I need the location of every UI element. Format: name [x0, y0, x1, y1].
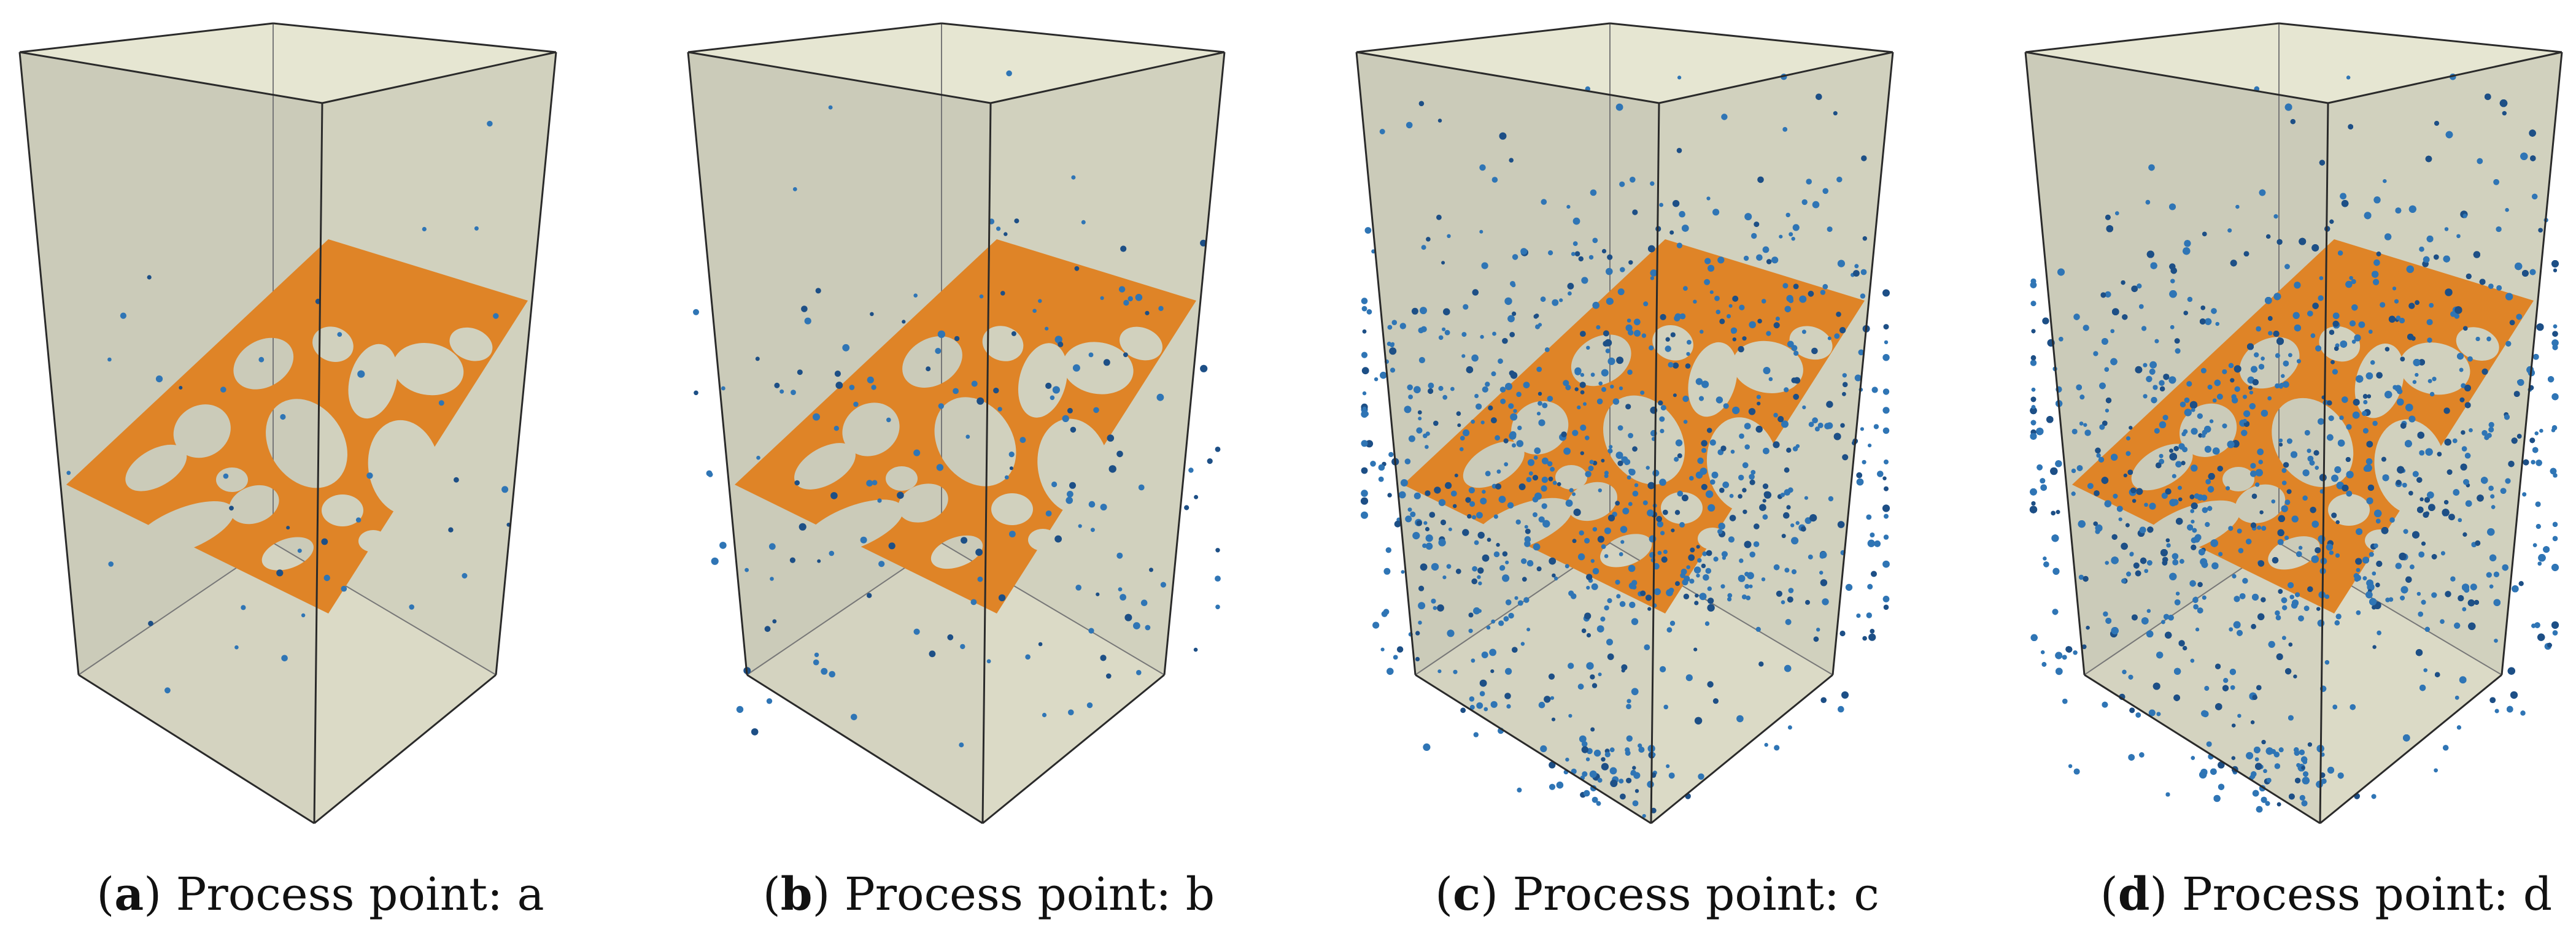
- scaffold-plate: [2072, 239, 2534, 613]
- box-edges: [18, 22, 557, 825]
- box-top-face: [20, 23, 556, 103]
- panel-a: [18, 22, 557, 825]
- particle-cloud: [693, 70, 1221, 748]
- caption-label: d: [2118, 868, 2150, 921]
- scaffold-plate: [66, 239, 528, 613]
- box-edges: [687, 22, 1226, 825]
- caption-a: (a) Process point: a: [96, 868, 544, 921]
- caption-label: b: [780, 868, 813, 921]
- caption-label: a: [114, 868, 144, 921]
- box-top-face: [2025, 23, 2562, 103]
- box-top-face: [1356, 23, 1893, 103]
- caption-text: Process point: d: [2181, 868, 2553, 921]
- caption-text: Process point: c: [1512, 868, 1879, 921]
- panel-b: [687, 22, 1226, 825]
- caption-text: Process point: a: [176, 868, 544, 921]
- particle-cloud: [2029, 74, 2559, 813]
- box-edges: [1355, 22, 1894, 825]
- caption-c: (c) Process point: c: [1435, 868, 1879, 921]
- particle-cloud: [66, 120, 511, 694]
- box-top-face: [688, 23, 1224, 103]
- box-edges: [2024, 22, 2563, 825]
- caption-label: c: [1453, 868, 1481, 921]
- caption-b: (b) Process point: b: [762, 868, 1215, 921]
- panel-d: [2024, 22, 2563, 825]
- caption-d: (d) Process point: d: [2100, 868, 2553, 921]
- scaffold-plate: [735, 239, 1196, 613]
- caption-text: Process point: b: [844, 868, 1215, 921]
- panel-c: [1355, 22, 1894, 825]
- particle-cloud: [1360, 74, 1890, 818]
